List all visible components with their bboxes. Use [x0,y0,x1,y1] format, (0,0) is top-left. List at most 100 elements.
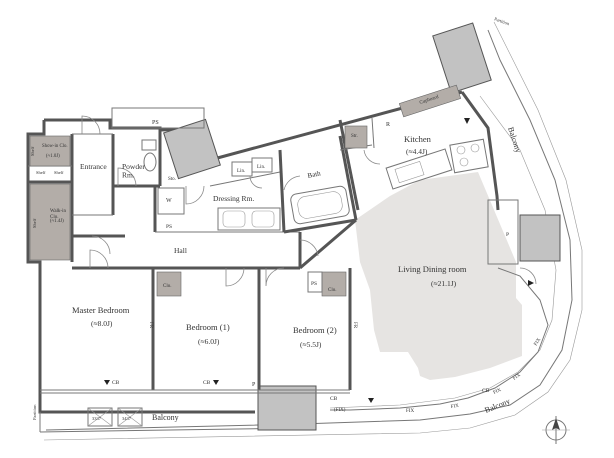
label-fr2: FR [352,322,357,329]
label-cb1: CB [112,380,120,386]
label-fix1: FIX [406,409,414,414]
label-kitchen-size: (≈4.4J) [406,147,428,156]
label-living: Living Dining room [398,264,467,274]
arrow-living-bottom [368,398,374,403]
label-fr1: FR [148,322,153,329]
door-master-top [91,235,111,255]
label-showin-clo-size: (≈1.0J) [46,154,60,159]
washer-box [157,187,185,215]
ac-cross-2b [117,407,143,427]
kitchen-sink [394,161,425,184]
str-closet [344,125,368,149]
lin2-closet [251,157,273,173]
balcony-outline [45,29,573,431]
door-powder [117,167,137,187]
label-partition-top: Partition [494,16,511,26]
balcony-bottom-edge [39,427,301,433]
label-shelf-1: Shelf [30,146,35,156]
wall-kitchen-left [338,119,360,211]
kitchen-counter [385,148,453,190]
ac-unit-1 [87,407,113,427]
balcony-storage [487,199,519,265]
toilet [143,152,157,172]
label-cb3: CB [330,396,338,402]
door-master [89,249,109,269]
ps-box [307,271,323,293]
label-living-size: (≈21.1J) [431,279,457,288]
ac-cross-1b [87,407,113,427]
label-str: Str. [351,134,358,139]
wall-living-left [299,218,357,270]
door-dressing [185,185,205,205]
label-p: P [252,382,256,388]
label-dressing: Dressing Rm. [213,194,254,203]
right-shaft [519,214,561,262]
clo-bed1 [156,271,182,297]
label-ps-bed2: PS [311,281,317,287]
burner-1 [456,145,466,155]
label-fix3: FIX [493,388,503,396]
powder-sink [141,139,157,151]
living-floor-area [355,172,522,380]
label-bed1: Bedroom (1) [186,322,230,332]
label-cb2: CB [203,380,211,386]
wall-kitchen-storage-r [371,117,375,149]
arrow-kitchen [464,118,470,124]
clo-bed2 [321,271,347,297]
label-partition-left: Partition [32,404,37,420]
door-bath [283,175,301,191]
bathtub [290,185,350,225]
door-hall-living [299,239,319,257]
door-bed1 [225,267,245,287]
label-ac2: 3437 [122,416,132,421]
label-clo-bed2: Clo. [328,288,336,293]
arrow-living-right [528,280,534,286]
label-fix5: FIX [534,337,543,347]
label-bed2-size: (≈5.5J) [300,340,322,349]
wall-dressing-top [209,171,281,187]
arrow-bed1 [213,380,219,385]
label-sto: Sto. [168,177,176,182]
label-r: R [386,122,390,128]
label-walkin-clo-size: (≈1.4J) [50,219,64,224]
outer-wall-right [460,91,500,211]
label-bed1-size: (≈6.0J) [198,337,220,346]
label-ps-hall: PS [166,224,172,230]
kitchen-stove [449,138,489,174]
wall-bath-left [278,149,286,233]
door-entrance [81,115,101,135]
label-lin2: Lin. [257,165,265,170]
wall-bath-bottom [283,218,357,234]
label-balcony-curve: Balcony [483,397,511,415]
label-fix6: (FIX) [334,408,346,413]
label-lin1: Lin. [237,169,245,174]
label-hall: Hall [174,246,187,255]
arrow-master [104,380,110,385]
cupboard [398,84,462,118]
top-shaft [432,22,492,94]
diagonal-shaft [163,118,221,180]
label-clo-bed1: Clo. [163,284,171,289]
label-ac1: 3337 [92,416,102,421]
label-showin-clo: Show-in Clo. [42,144,68,149]
walkin-closet [29,183,71,261]
balcony-inner-line [329,95,557,409]
label-entrance: Entrance [80,162,107,171]
label-master-size: (≈8.0J) [91,319,113,328]
label-fix4: FIX [512,373,522,382]
label-ps-bath: PS [170,120,176,125]
window-curve [330,267,549,411]
sink-left [222,210,246,228]
label-shelf-3: Shelf [54,170,64,175]
label-ps-top: PS [152,120,159,126]
label-fix2: FIX [450,404,459,410]
label-master: Master Bedroom [72,305,130,315]
label-w: W [166,198,172,204]
north-compass [542,416,570,444]
label-shelf-2: Shelf [36,170,46,175]
label-balcony-right: Balcony [506,126,523,154]
label-bath: Bath [307,169,322,180]
